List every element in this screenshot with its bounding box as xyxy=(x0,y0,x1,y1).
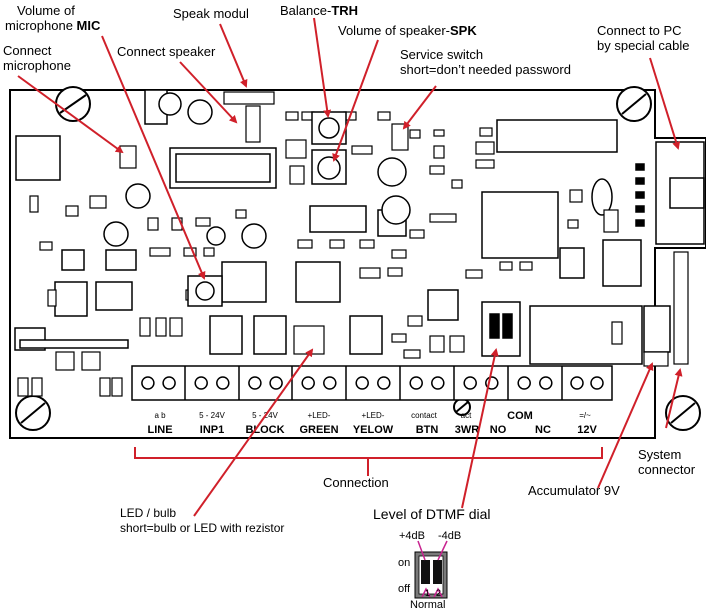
terminal-name-inp1: INP1 xyxy=(200,424,224,436)
terminal-screw xyxy=(141,376,155,390)
dip-plus-label: +4dB xyxy=(399,530,425,542)
terminal-block xyxy=(131,365,613,401)
connect-pc-label: Connect to PC by special cable xyxy=(597,23,690,53)
pc-connector xyxy=(635,141,705,245)
pointer-arrows xyxy=(17,17,683,517)
terminal-sub-3wr: act xyxy=(461,411,472,420)
terminal-name-no: NO xyxy=(490,424,507,436)
system-connector-label: System connector xyxy=(638,447,696,477)
dtmf-dip-detail xyxy=(414,540,448,599)
small-parts xyxy=(17,111,623,397)
terminal-sub-inp1: 5 - 24V xyxy=(199,411,225,420)
dip-normal-label: Normal xyxy=(410,599,446,611)
terminal-name-nc: NC xyxy=(535,424,551,436)
board-dip-switch xyxy=(481,301,521,357)
terminal-name-line: LINE xyxy=(147,424,172,436)
terminal-screw xyxy=(355,376,369,390)
terminal-sub-12v: =/~ xyxy=(579,411,591,420)
terminal-screws xyxy=(141,376,604,390)
connect-mic-label: Connect microphone xyxy=(3,43,71,73)
dip-on-label: on xyxy=(398,557,411,569)
connection-label: Connection xyxy=(323,475,389,490)
terminal-screw xyxy=(194,376,208,390)
terminal-screw xyxy=(301,376,315,390)
balance-label: Balance-TRH xyxy=(280,3,359,18)
terminal-screw xyxy=(377,376,391,390)
dip-num1-label: 1 xyxy=(425,588,431,598)
speak-modul-label: Speak modul xyxy=(173,6,249,21)
terminal-sub-btn: contact xyxy=(411,411,438,420)
terminal-screw xyxy=(517,376,531,390)
components xyxy=(14,89,671,365)
dip-minus-label: -4dB xyxy=(438,530,462,542)
accumulator-label: Accumulator 9V xyxy=(528,483,620,498)
dip-num2-label: 2 xyxy=(436,588,442,598)
terminal-screw xyxy=(216,376,230,390)
terminal-name-3wr: 3WR xyxy=(455,424,480,436)
dtmf-level-label: Level of DTMF dial xyxy=(373,506,491,522)
led-bulb-label: LED / bulb short=bulb or LED with rezist… xyxy=(120,506,285,535)
dip-off-label: off xyxy=(398,583,411,595)
terminal-sub-nc: COM xyxy=(507,410,533,422)
terminal-screw xyxy=(590,376,604,390)
terminal-screw xyxy=(269,376,283,390)
terminal-screw xyxy=(431,376,445,390)
connect-speaker-label: Connect speaker xyxy=(117,44,216,59)
connection-bracket xyxy=(134,447,603,476)
terminal-screw xyxy=(162,376,176,390)
terminal-name-btn: BTN xyxy=(416,424,439,436)
terminal-name-green: GREEN xyxy=(299,424,338,436)
terminal-screw xyxy=(323,376,337,390)
terminal-name-block: BLOCK xyxy=(245,424,284,436)
terminal-name-12v: 12V xyxy=(577,424,597,436)
terminal-sub-yelow: +LED- xyxy=(362,411,385,420)
volume-spk-label: Volume of speaker-SPK xyxy=(338,23,477,38)
terminal-screw xyxy=(570,376,584,390)
terminal-sub-green: +LED- xyxy=(308,411,331,420)
terminal-name-yelow: YELOW xyxy=(353,424,394,436)
terminal-screw xyxy=(463,376,477,390)
service-switch-label: Service switch short=don’t needed passwo… xyxy=(400,47,571,77)
terminal-screw xyxy=(539,376,553,390)
terminal-screw xyxy=(248,376,262,390)
terminal-screw xyxy=(409,376,423,390)
terminal-sub-line: a b xyxy=(154,411,166,420)
volume-mic-label: Volume of microphone MIC xyxy=(5,3,101,33)
